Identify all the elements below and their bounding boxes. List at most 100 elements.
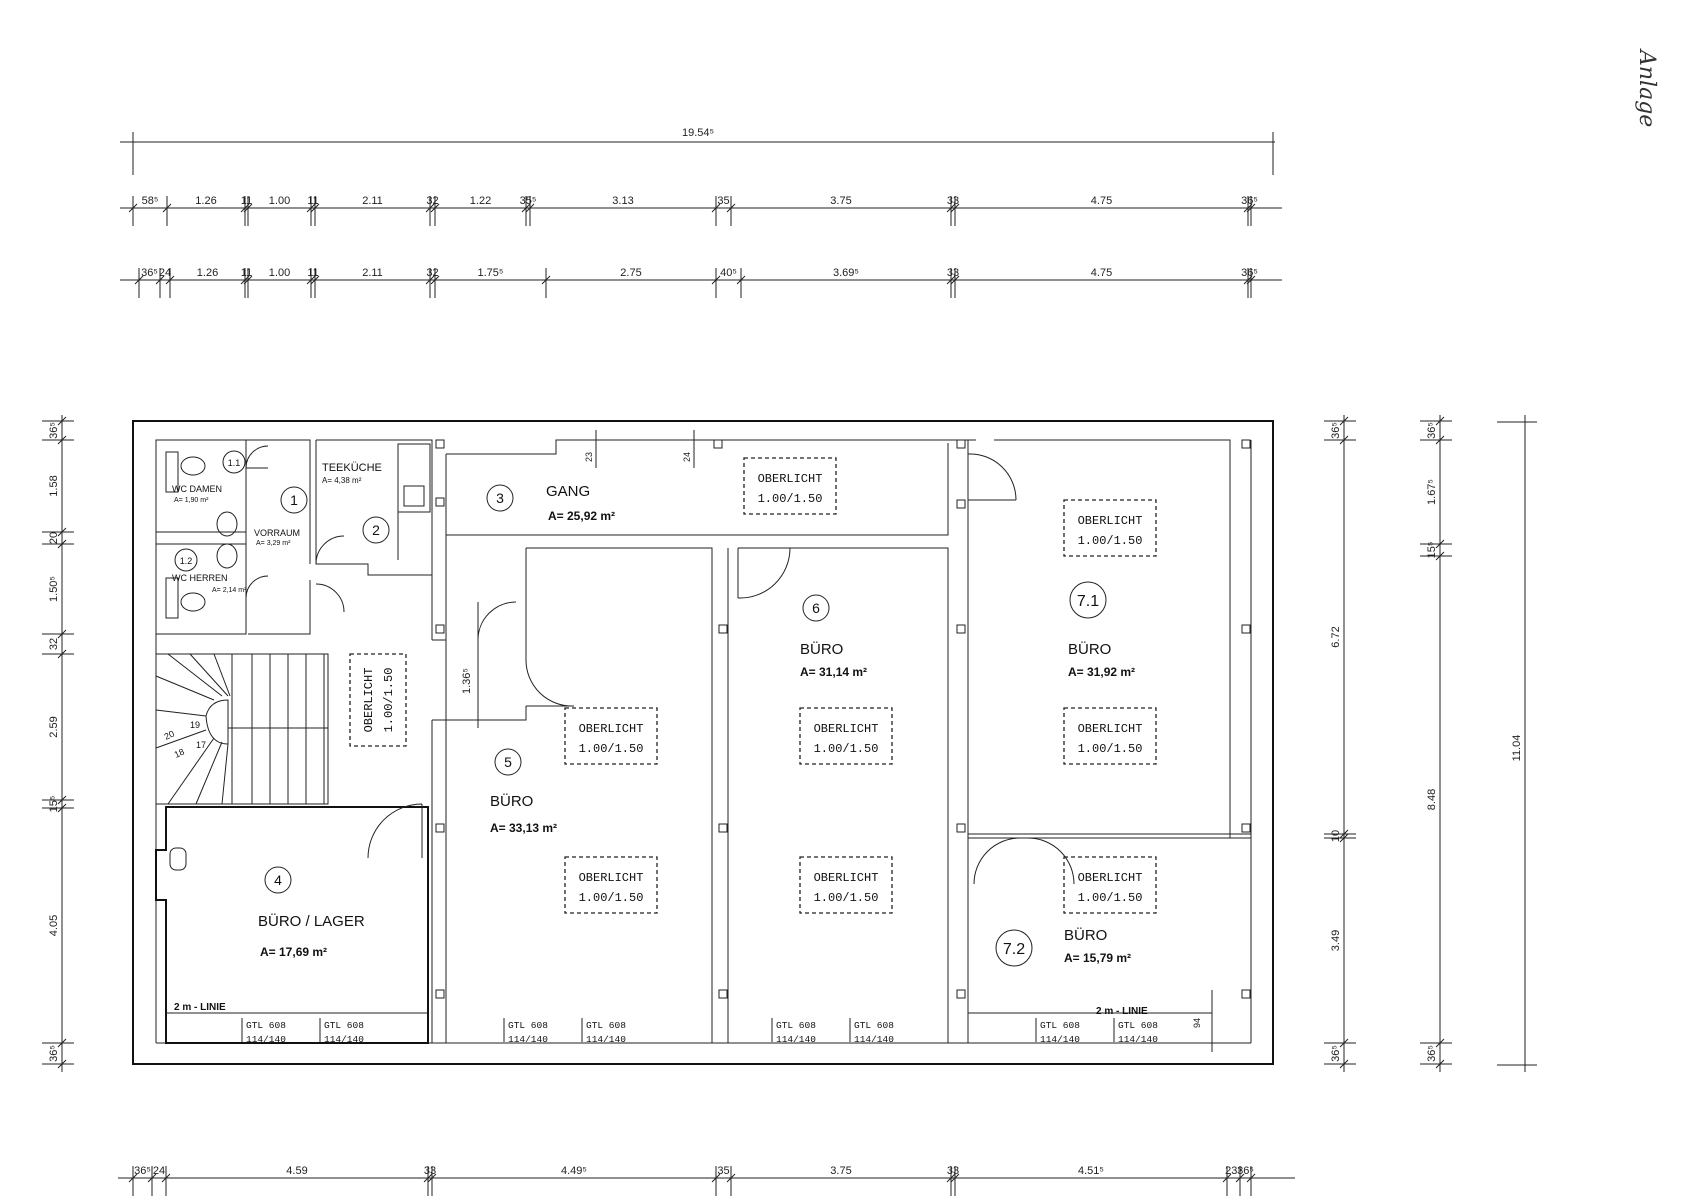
dim-top-row2-6: 2.11 xyxy=(362,267,383,279)
room-name-gang: GANG xyxy=(546,483,590,500)
skylight-box-2 xyxy=(564,707,658,765)
room-7-1: 7.1 BÜRO A= 31,92 m² xyxy=(1068,581,1135,679)
dim-top-row2-8: 1.75⁵ xyxy=(478,267,504,279)
dim-left-3: 1.50⁵ xyxy=(48,576,60,602)
dim-right2-3: 8.48 xyxy=(1426,789,1438,810)
wc-fixtures xyxy=(165,451,238,619)
line-2m-label-right: 2 m - LINIE xyxy=(1096,1006,1148,1017)
skylight-box-0 xyxy=(743,457,837,515)
dim-left-2: 20 xyxy=(48,532,60,544)
room-7-2: 7.2 BÜRO A= 15,79 m² 2 m - LINIE xyxy=(995,926,1148,1017)
skylight-box-7 xyxy=(1063,856,1157,914)
annotation-anlage: Anlage xyxy=(1634,48,1659,127)
dim-left-6: 15⁵ xyxy=(48,796,60,813)
columns xyxy=(435,439,1251,999)
room-area-buero-7-2: A= 15,79 m² xyxy=(1064,951,1131,965)
room-name-wc-damen: WC DAMEN xyxy=(172,484,222,494)
room-area-vorraum: A= 3,29 m² xyxy=(256,540,291,547)
dim-right2-2: 15⁵ xyxy=(1426,542,1438,559)
skylight-size-vertical: 1.00/1.50 xyxy=(382,668,396,733)
dim-right2-0: 36⁵ xyxy=(1426,422,1438,439)
dim-top-row1-13: 4.75 xyxy=(1091,195,1112,207)
skylight-size-1: 1.00/1.50 xyxy=(1078,534,1143,548)
dim-left-8: 36⁵ xyxy=(48,1045,60,1062)
window-type-1: GTL 608 xyxy=(324,1020,364,1031)
skylight-label-3: OBERLICHT xyxy=(814,722,879,736)
window-size-5: 114/140 xyxy=(854,1034,894,1045)
skylight-size-0: 1.00/1.50 xyxy=(758,492,823,506)
skylights: OBERLICHT1.00/1.50OBERLICHT1.00/1.50OBER… xyxy=(349,457,1157,914)
room-name-wc-herren: WC HERREN xyxy=(172,573,228,583)
skylight-label-5: OBERLICHT xyxy=(579,871,644,885)
top-dimension-overall: 19.54⁵ xyxy=(120,127,1275,175)
skylight-box-5 xyxy=(564,856,658,914)
room-6: 6 BÜRO A= 31,14 m² xyxy=(800,594,867,679)
dim-top-row2-13: 4.75 xyxy=(1091,267,1112,279)
dim-top-row1-11: 3.75 xyxy=(830,195,851,207)
dim-top-row1-12: 33 xyxy=(947,195,959,207)
dim-right1-4: 36⁵ xyxy=(1330,1045,1342,1062)
room-name-buero-7-2: BÜRO xyxy=(1064,926,1107,944)
dim-right1-3: 3.49 xyxy=(1330,930,1342,951)
dim-right1-0: 36⁵ xyxy=(1330,422,1342,439)
room-name-buero-7-1: BÜRO xyxy=(1068,640,1111,658)
dim-top-row2-5: 11 xyxy=(307,267,318,279)
window-type-3: GTL 608 xyxy=(586,1020,626,1031)
dim-top-row2-0: 36⁵ xyxy=(141,267,158,279)
room-area-wc-herren: A= 2,14 m² xyxy=(212,587,247,594)
skylight-label-6: OBERLICHT xyxy=(814,871,879,885)
dim-bottom-3: 33 xyxy=(424,1165,436,1177)
dim-overall-width: 19.54⁵ xyxy=(682,127,714,139)
right-dimension-column-3: 11.04 xyxy=(1497,415,1537,1072)
dim-left-0: 36⁵ xyxy=(48,422,60,439)
skylight-label-4: OBERLICHT xyxy=(1078,722,1143,736)
room-number-2: 2 xyxy=(372,522,380,538)
room-number-5: 5 xyxy=(504,754,512,770)
room-2: 2 TEEKÜCHE A= 4,38 m² xyxy=(322,462,390,544)
room-area-teekueche: A= 4,38 m² xyxy=(322,476,362,485)
staircase: 20 19 18 17 xyxy=(155,653,328,805)
room-number-7-2: 7.2 xyxy=(1003,941,1025,958)
skylight-box-3 xyxy=(799,707,893,765)
dim-left-1: 1.58 xyxy=(48,475,60,496)
dim-bottom-7: 33 xyxy=(947,1165,959,1177)
skylight-label-7: OBERLICHT xyxy=(1078,871,1143,885)
dim-left-4: 32 xyxy=(48,638,60,650)
window-size-0: 114/140 xyxy=(246,1034,286,1045)
room-number-1-1: 1.1 xyxy=(228,458,241,468)
dim-top-row2-1: 24 xyxy=(159,267,171,279)
room-number-1: 1 xyxy=(290,492,298,508)
window-size-1: 114/140 xyxy=(324,1034,364,1045)
dim-top-row2-2: 1.26 xyxy=(197,267,218,279)
skylight-box-6 xyxy=(799,856,893,914)
room-name-teekueche: TEEKÜCHE xyxy=(322,462,382,474)
dim-top-row1-4: 11 xyxy=(307,195,318,207)
dim-bottom-8: 4.51⁵ xyxy=(1078,1165,1104,1177)
dim-bottom-10: 36⁵ xyxy=(1237,1165,1254,1177)
dim-bottom-4: 4.49⁵ xyxy=(561,1165,587,1177)
room-area-buero-6: A= 31,14 m² xyxy=(800,665,867,679)
skylight-box-vertical xyxy=(349,653,407,747)
stair-step-18: 18 xyxy=(173,747,186,760)
room-area-buero-7-1: A= 31,92 m² xyxy=(1068,665,1135,679)
room-name-vorraum: VORRAUM xyxy=(254,528,300,538)
dim-right1-1: 6.72 xyxy=(1330,626,1342,647)
room-area-wc-damen: A= 1,90 m² xyxy=(174,497,209,504)
room-area-buero-lager: A= 17,69 m² xyxy=(260,945,327,959)
skylight-label-1: OBERLICHT xyxy=(1078,514,1143,528)
room-4: 4 BÜRO / LAGER A= 17,69 m² 2 m - LINIE xyxy=(174,866,365,1013)
skylight-size-7: 1.00/1.50 xyxy=(1078,891,1143,905)
window-size-2: 114/140 xyxy=(508,1034,548,1045)
dim-passage: 1.36⁵ xyxy=(461,668,473,694)
skylight-label-vertical: OBERLICHT xyxy=(362,668,376,733)
room-name-buero-5: BÜRO xyxy=(490,792,533,810)
dim-top-row1-0: 58⁵ xyxy=(142,195,159,207)
room-3: 3 GANG A= 25,92 m² xyxy=(486,483,615,523)
